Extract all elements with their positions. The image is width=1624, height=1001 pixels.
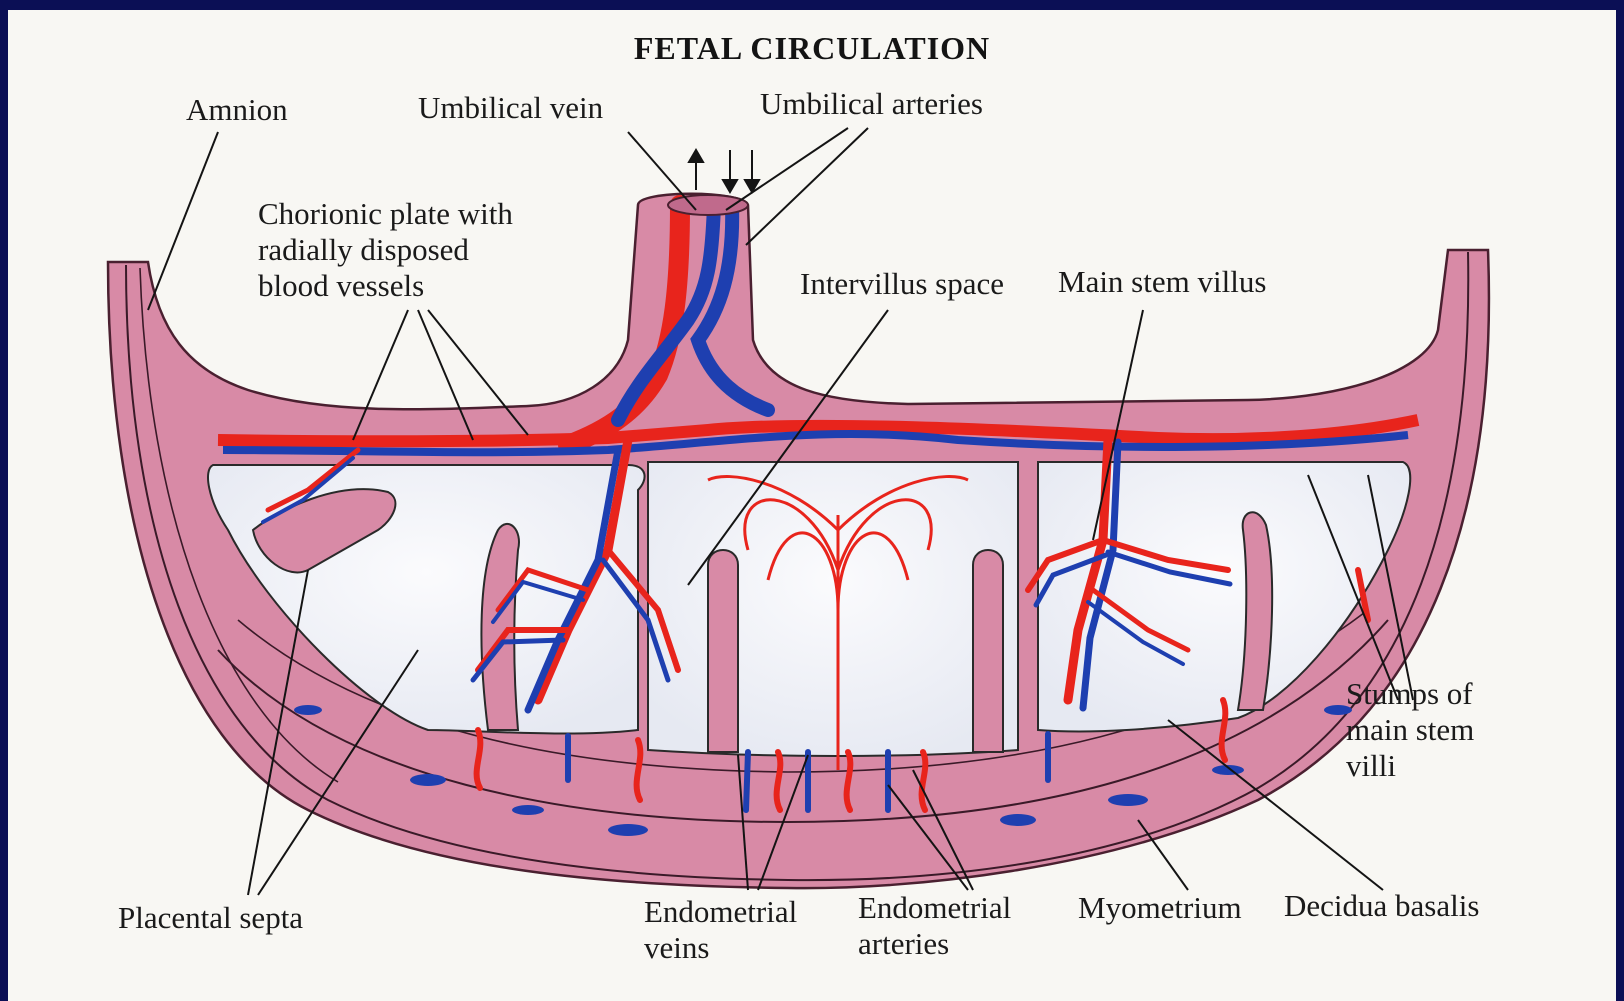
label-stumps-line2: main stem — [1346, 712, 1474, 748]
label-chorionic-plate-line2: radially disposed — [258, 232, 469, 268]
label-placental-septa: Placental septa — [118, 900, 303, 936]
diagram-title: FETAL CIRCULATION — [8, 30, 1616, 67]
label-umbilical-vein: Umbilical vein — [418, 90, 603, 126]
label-myometrium: Myometrium — [1078, 890, 1242, 926]
label-endometrial-arteries-line2: arteries — [858, 926, 949, 962]
label-intervillus-space: Intervillus space — [800, 266, 1004, 302]
label-stumps-line3: villi — [1346, 748, 1396, 784]
label-decidua-basalis: Decidua basalis — [1284, 888, 1479, 924]
label-endometrial-veins-line1: Endometrial — [644, 894, 797, 930]
label-main-stem-villus: Main stem villus — [1058, 264, 1266, 300]
cord-cross-section — [668, 195, 748, 215]
placental-septum-4 — [973, 550, 1003, 752]
diagram-canvas: FETAL CIRCULATION Amnion Umbilical vein … — [8, 10, 1616, 1001]
label-amnion: Amnion — [186, 92, 288, 128]
placenta-illustration — [8, 10, 1616, 1001]
placental-septum-3 — [708, 550, 738, 752]
cord-flow-arrows — [689, 150, 759, 192]
label-stumps-line1: Stumps of — [1346, 676, 1473, 712]
label-endometrial-veins-line2: veins — [644, 930, 709, 966]
label-umbilical-arteries: Umbilical arteries — [760, 86, 983, 122]
label-chorionic-plate-line1: Chorionic plate with — [258, 196, 513, 232]
intervillous-space-center — [648, 462, 1018, 756]
label-chorionic-plate-line3: blood vessels — [258, 268, 424, 304]
label-endometrial-arteries-line1: Endometrial — [858, 890, 1011, 926]
